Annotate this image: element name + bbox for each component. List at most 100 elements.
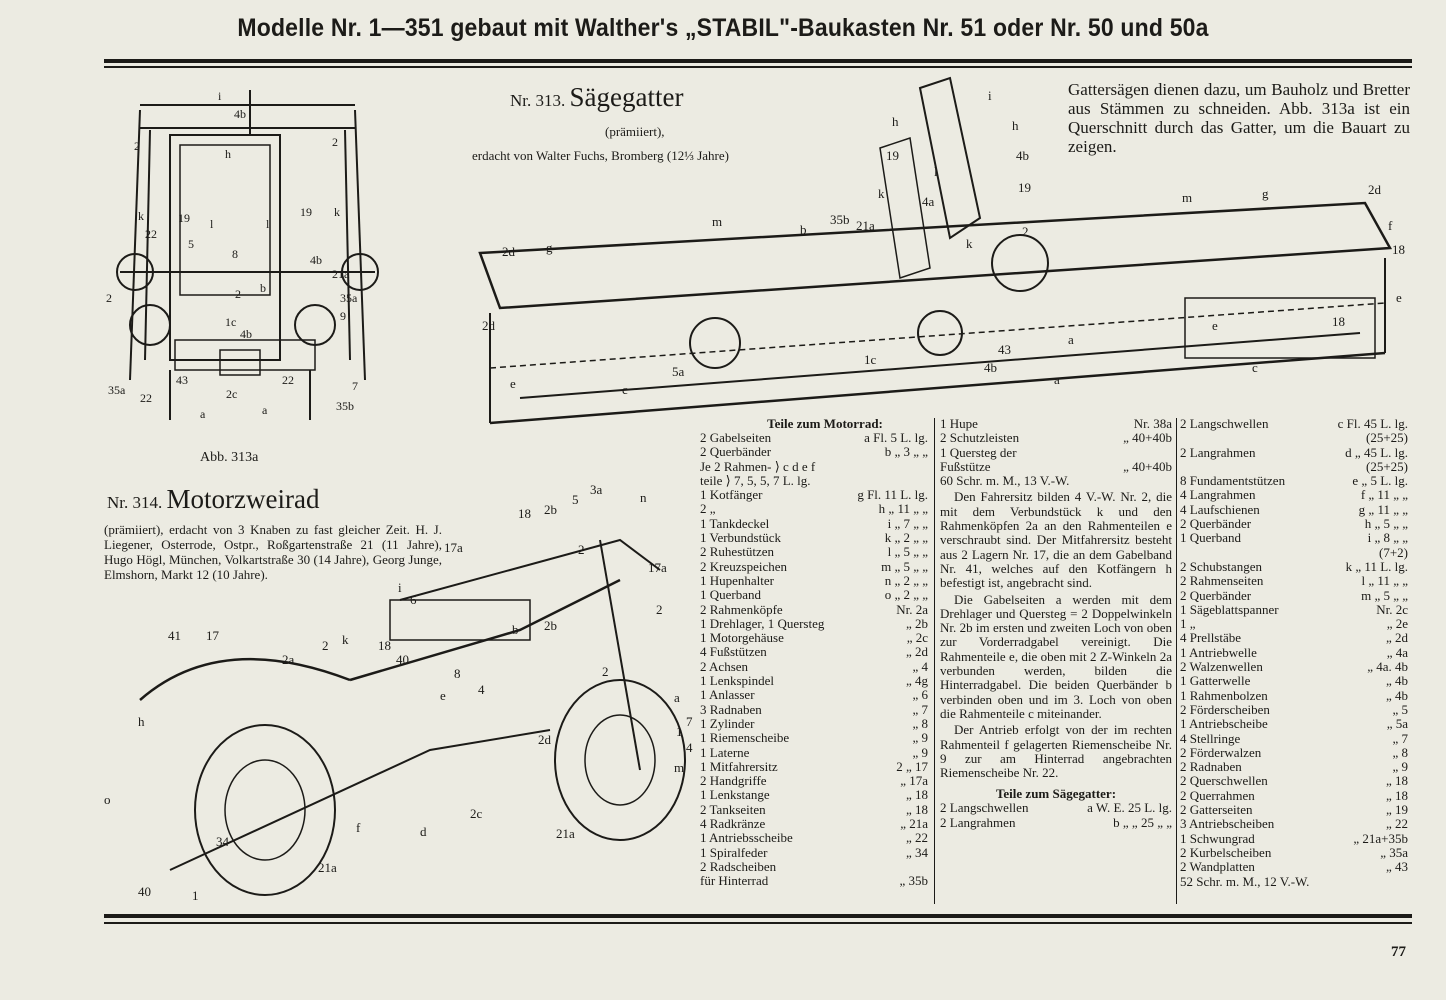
fig314-label: 41 (168, 628, 181, 643)
fig313a-label: a (262, 403, 268, 417)
footer-rule-thin (104, 922, 1412, 924)
part-spec: „ 43 (1385, 859, 1408, 875)
fig313-label: c (1252, 360, 1258, 375)
part-spec: „ 6 (912, 687, 928, 703)
part-name: 3 Antriebscheiben (1180, 816, 1275, 832)
fig313a-label: 4b (310, 253, 322, 267)
fig314-label: f (356, 820, 361, 835)
part-spec: „ 4b (1385, 687, 1408, 703)
model-313-description: Gattersägen dienen dazu, um Bauholz und … (1068, 80, 1410, 156)
fig313-label: c (622, 382, 628, 397)
parts-row: 1 „„ 2e (1180, 616, 1408, 632)
parts-row: 1 Drehlager, 1 Quersteg„ 2b (700, 616, 928, 631)
parts-row: 2 Schutzleisten„ 40+40b (940, 430, 1172, 445)
model-313-name: Sägegatter (569, 82, 684, 112)
fig313-label: m (1182, 190, 1192, 205)
fig314-label: 17a (444, 540, 463, 555)
part-name: 2 Querbänder (1180, 516, 1252, 532)
fig313a-label: 2 (332, 135, 338, 149)
part-name: 52 Schr. m. M., 12 V.-W. (1180, 873, 1310, 889)
fig314-label: 2b (544, 618, 557, 633)
fig314-label: 7 (686, 714, 693, 729)
part-spec: „ 2c (906, 630, 928, 646)
parts-row: 1 Spiralfeder„ 34 (700, 844, 928, 860)
part-name (1180, 546, 1328, 560)
part-name: 1 Zylinder (700, 715, 755, 731)
part-spec: „ 8 (1392, 744, 1408, 760)
part-spec: g Fl. 11 L. lg. (857, 487, 928, 503)
part-spec: „ 4b (1385, 673, 1408, 689)
fig314-label: h (138, 714, 145, 729)
parts-row: Fußstütze„ 40+40b (940, 459, 1172, 474)
fig313a-label: 1c (225, 315, 236, 329)
fig314-label: 21a (318, 860, 337, 875)
part-spec: f „ 11 „ „ (1360, 487, 1408, 503)
part-spec: (25+25) (1366, 458, 1408, 474)
fig314-label: 2 (656, 602, 663, 617)
fig313-label: e (510, 376, 516, 391)
part-name: 1 Laterne (700, 744, 750, 760)
fig313-label: 43 (998, 342, 1011, 357)
part-spec: i „ 8 „ „ (1367, 530, 1408, 546)
figure-313a-cross-section: i 4b 2 2 h k k 19 19 22 5 8 4b 21a 35a l… (106, 89, 379, 421)
part-name: 1 Lenkstange (700, 787, 770, 803)
part-name: teile ⟩ 7, 5, 5, 7 L. lg. (700, 472, 811, 488)
part-spec: (25+25) (1366, 430, 1408, 446)
parts-row: 52 Schr. m. M., 12 V.-W. (1180, 873, 1408, 889)
page-title: Modelle Nr. 1—351 gebaut mit Walther's „… (237, 14, 1209, 42)
fig313-label: h (892, 114, 899, 129)
part-spec: „ 9 (1392, 759, 1408, 775)
fig313-label: 5a (672, 364, 685, 379)
part-spec: a W. E. 25 L. lg. (1087, 800, 1172, 816)
parts-row: 2 „h „ 11 „ „ (700, 502, 928, 517)
fig313a-label: 8 (232, 247, 238, 261)
part-name: 1 „ (1180, 616, 1196, 632)
part-spec: „ 18 (905, 801, 928, 817)
part-name: 1 Verbundstück (700, 530, 782, 546)
fig314-label: 18 (518, 506, 531, 521)
part-name: 4 Langrahmen (1180, 487, 1256, 503)
model-314-name: Motorzweirad (166, 484, 320, 514)
part-spec: „ 18 (1385, 787, 1408, 803)
fig313a-label: 2 (106, 291, 112, 305)
figure-314-motorzweirad: 18 2b 5 3a n 17a 2 17a i 6 2 41 17 2a 2 … (104, 482, 693, 903)
fig314-label: i (398, 580, 402, 595)
parts-row: 2 Tankseiten„ 18 (700, 801, 928, 817)
part-spec: „ 17a (900, 773, 928, 789)
fig313a-label: l (266, 217, 270, 231)
parts-row: 4 Stellringe„ 7 (1180, 731, 1408, 746)
part-name: 1 Spiralfeder (700, 844, 768, 860)
fig313a-label: l (210, 217, 214, 231)
part-name: 2 Förderscheiben (1180, 701, 1270, 717)
fig313a-label: 35a (108, 383, 126, 397)
part-name: 4 Radkränze (700, 816, 766, 832)
fig313-label: l (934, 164, 938, 179)
fig313-label: 18 (1332, 314, 1345, 329)
fig314-label: 1 (192, 888, 199, 903)
figure-313a-caption: Abb. 313a (200, 450, 259, 465)
part-spec: „ 9 (912, 744, 928, 760)
part-name: 1 Gatterwelle (1180, 673, 1251, 689)
part-spec: „ 8 (912, 715, 928, 731)
fig313a-label: 21a (332, 267, 350, 281)
part-name: 1 Mitfahrersitz (700, 758, 778, 774)
part-spec: Nr. 2c (1376, 601, 1408, 617)
part-name: 1 Querband (700, 587, 762, 603)
fig313-label: a (1068, 332, 1074, 347)
part-spec: „ 19 (1385, 802, 1408, 818)
fig313-label: 18 (1392, 242, 1405, 257)
fig314-label: 1 (676, 724, 683, 739)
footer-rule-thick (104, 914, 1412, 918)
part-name: 1 Schwungrad (1180, 830, 1255, 846)
part-name: 3 Radnaben (700, 701, 762, 717)
